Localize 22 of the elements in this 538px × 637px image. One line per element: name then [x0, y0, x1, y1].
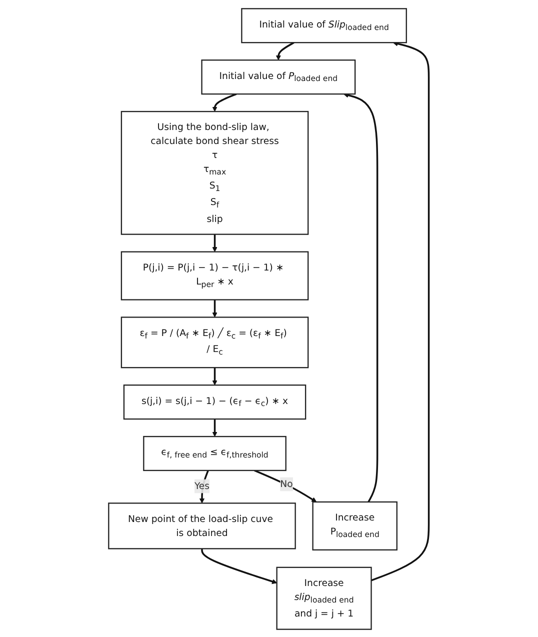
arrow — [254, 469, 317, 502]
node-box — [121, 250, 309, 300]
arrow — [212, 92, 238, 112]
arrow — [276, 41, 295, 60]
arrow — [212, 418, 218, 436]
node-box — [201, 59, 356, 94]
node-box — [124, 384, 306, 420]
node-box — [108, 502, 296, 549]
node-box — [121, 316, 309, 368]
arrow — [344, 92, 378, 502]
node-box — [312, 500, 398, 550]
arrow — [201, 548, 278, 584]
arrow — [371, 40, 430, 581]
node-box — [276, 566, 372, 630]
arrow — [212, 299, 218, 317]
arrow — [212, 234, 218, 252]
node-box — [121, 110, 309, 234]
edge-label: Yes — [194, 480, 210, 491]
node-box — [241, 8, 408, 43]
arrow — [212, 367, 218, 385]
edge-label: No — [280, 478, 294, 489]
node-box — [143, 435, 287, 471]
